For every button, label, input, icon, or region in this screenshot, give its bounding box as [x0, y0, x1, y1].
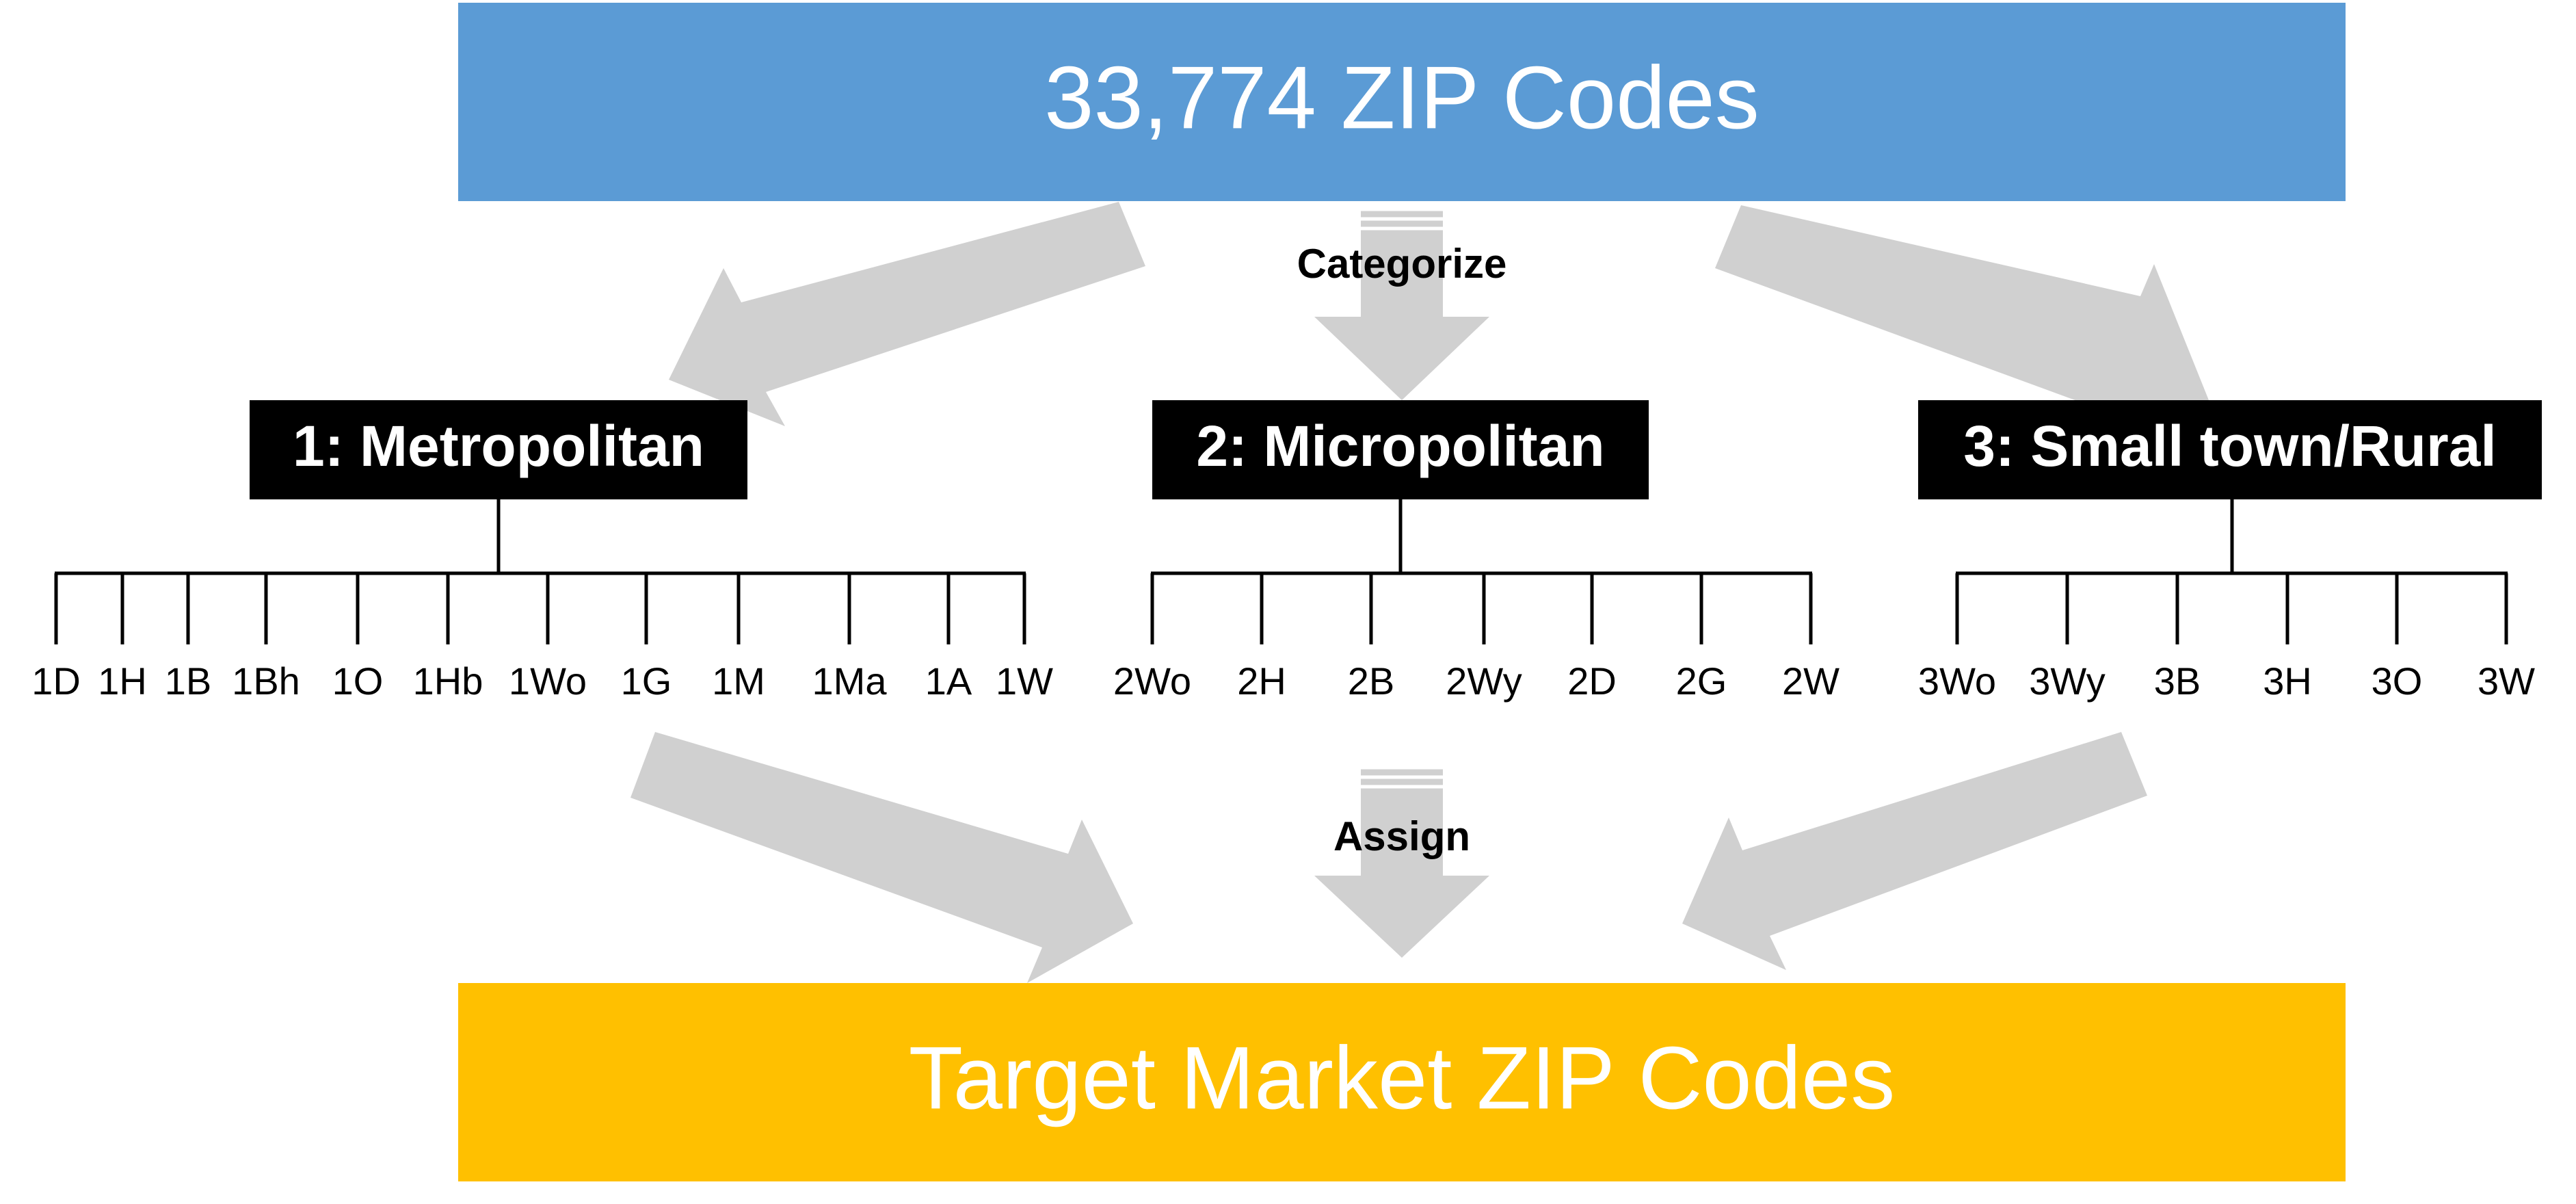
subcategory-label: 3H: [2263, 659, 2312, 703]
subcategory-label: 1O: [332, 659, 384, 703]
subcategory-label: 1G: [621, 659, 672, 703]
subcategory-label: 1Ma: [812, 659, 888, 703]
category-metropolitan: 1: Metropolitan: [250, 400, 747, 499]
subcategory-label: 3Wy: [2029, 659, 2106, 703]
category-label-small-town-rural: 3: Small town/Rural: [1963, 414, 2496, 478]
arrow-to-micropolitan: [1314, 210, 1489, 400]
arrow-from-metropolitan: [630, 732, 1133, 983]
subcategory-label: 2Wo: [1113, 659, 1191, 703]
subcategory-label: 1Hb: [413, 659, 483, 703]
subcategory-label: 1Bh: [232, 659, 300, 703]
categorize-step-label: Categorize: [1297, 241, 1507, 287]
arrow-to-metropolitan: [669, 202, 1145, 426]
subcategory-label: 2H: [1237, 659, 1286, 703]
subcategory-tree: 3Wo 3Wy 3B 3H 3O 3W: [1918, 499, 2535, 703]
category-small-town-rural: 3: Small town/Rural: [1918, 400, 2542, 499]
subcategory-label: 3W: [2478, 659, 2535, 703]
arrow-from-micropolitan: [1314, 766, 1489, 958]
subcategory-label: 1A: [925, 659, 972, 703]
subcategory-label: 1H: [98, 659, 147, 703]
target-box-title: Target Market ZIP Codes: [909, 1028, 1896, 1127]
subcategory-label: 1Wo: [509, 659, 587, 703]
subcategory-label: 2W: [1782, 659, 1840, 703]
subcategory-label: 1B: [165, 659, 212, 703]
subcategory-label: 3B: [2154, 659, 2201, 703]
category-micropolitan: 2: Micropolitan: [1152, 400, 1649, 499]
subcategory-label: 2Wy: [1446, 659, 1522, 703]
category-label-micropolitan: 2: Micropolitan: [1196, 414, 1604, 478]
subcategory-tree: 1D 1H 1B 1Bh 1O 1Hb 1Wo 1G 1M 1Ma 1A 1W: [31, 499, 1053, 703]
arrow-stripes-top: [1122, 203, 1736, 269]
subcategory-label: 2G: [1676, 659, 1727, 703]
categorize-arrows: [669, 202, 2209, 436]
subcategory-label: 3O: [2372, 659, 2423, 703]
subcategory-label: 1W: [996, 659, 1053, 703]
subcategory-label: 1M: [712, 659, 765, 703]
arrow-to-small-town-rural: [1715, 205, 2209, 436]
assign-step-label: Assign: [1333, 813, 1470, 859]
subcategory-label: 2D: [1567, 659, 1617, 703]
source-box: 33,774 ZIP Codes: [458, 3, 2346, 201]
subcategory-label: 3Wo: [1918, 659, 1996, 703]
subcategory-label: 2B: [1348, 659, 1395, 703]
source-box-title: 33,774 ZIP Codes: [1044, 47, 1760, 147]
category-label-metropolitan: 1: Metropolitan: [293, 414, 704, 478]
subcategory-trees: 1D 1H 1B 1Bh 1O 1Hb 1Wo 1G 1M 1Ma 1A 1W 2Wo 2H 2B 2Wy 2D…: [31, 499, 2535, 703]
subcategory-tree: 2Wo 2H 2B 2Wy 2D 2G 2W: [1113, 499, 1840, 703]
target-box: Target Market ZIP Codes: [458, 983, 2346, 1181]
assign-arrows: [630, 732, 2147, 983]
arrow-from-small-town-rural: [1682, 732, 2147, 970]
arrow-stripes-bottom: [605, 729, 2173, 796]
subcategory-label: 1D: [31, 659, 81, 703]
